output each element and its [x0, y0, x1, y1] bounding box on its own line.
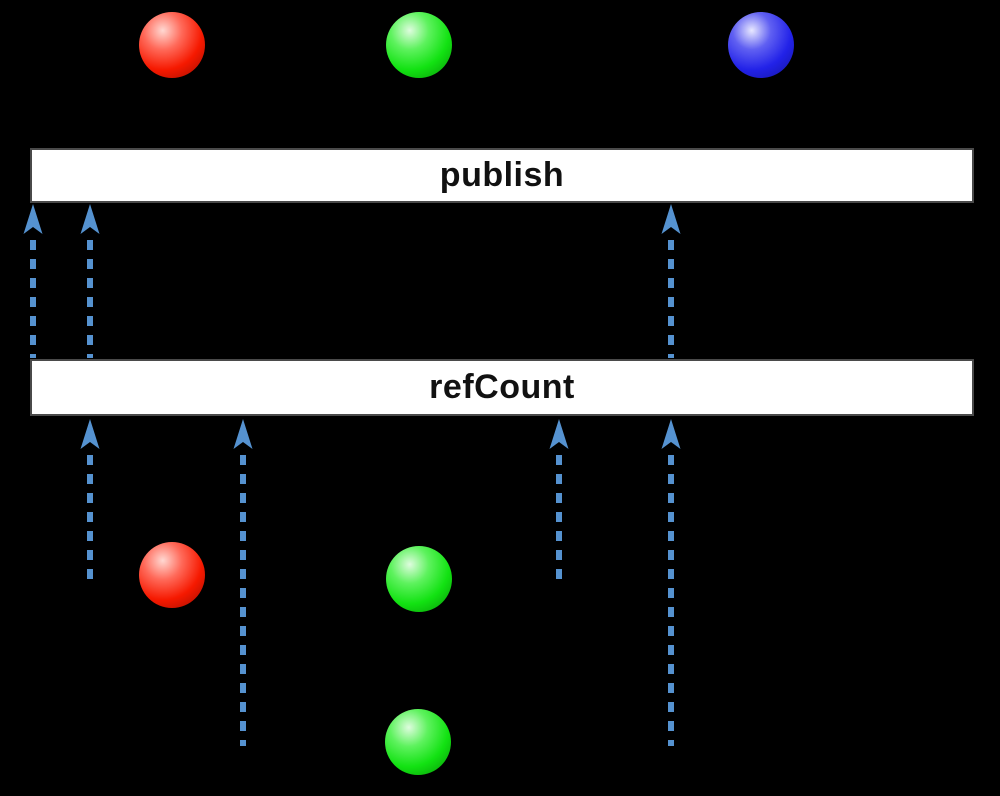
source-marble-green — [386, 12, 452, 78]
subscribe-arrow-refcount-1 — [78, 419, 102, 582]
subscribe-arrow-publish-2 — [78, 204, 102, 358]
refcount-bar-label: refCount — [429, 368, 575, 406]
subscribe-arrow-refcount-3 — [547, 419, 571, 582]
subscriber1-marble-red — [139, 542, 205, 608]
publish-bar-label: publish — [439, 156, 565, 194]
source-marble-blue — [728, 12, 794, 78]
subscribe-arrow-refcount-2 — [231, 419, 255, 746]
subscriber2-marble-green — [385, 709, 451, 775]
refcount-bar: refCount — [30, 359, 974, 416]
subscribe-arrow-refcount-4 — [659, 419, 683, 746]
publish-bar: publish — [30, 148, 974, 203]
subscribe-arrow-publish-1 — [21, 204, 45, 358]
source-marble-red — [139, 12, 205, 78]
subscriber1-marble-green — [386, 546, 452, 612]
subscribe-arrow-publish-3 — [659, 204, 683, 358]
